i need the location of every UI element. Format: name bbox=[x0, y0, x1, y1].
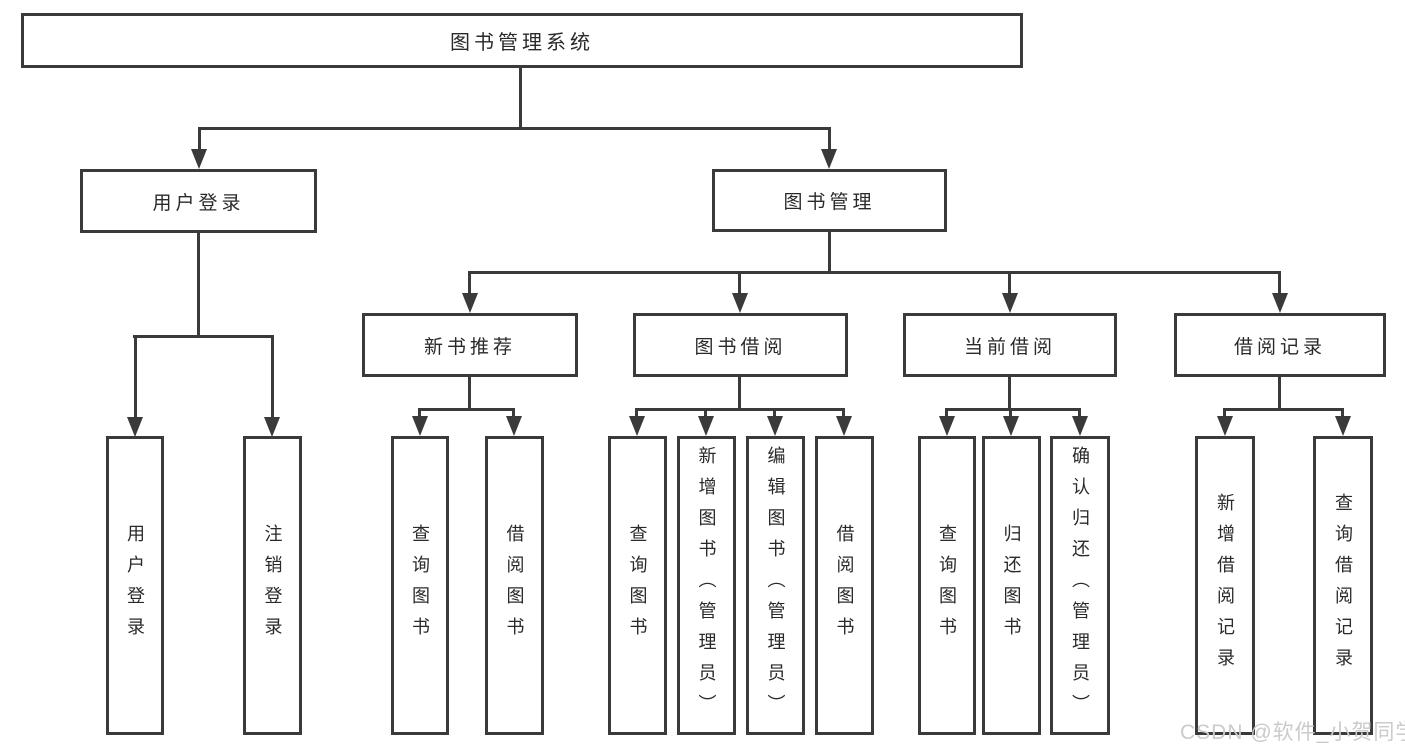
node-current-borrow: 当前借阅 bbox=[903, 313, 1117, 377]
leaf-label: 查询图书 bbox=[410, 523, 430, 648]
node-label: 图书管理 bbox=[783, 192, 876, 213]
leaf-query-borrow-record: 查询借阅记录 bbox=[1313, 436, 1373, 735]
leaf-label: 查询图书 bbox=[627, 523, 648, 648]
leaf-label: 查询借阅记录 bbox=[1333, 492, 1353, 679]
leaf-borrow-books-1: 借阅图书 bbox=[485, 436, 544, 735]
leaf-label: 借阅图书 bbox=[504, 523, 525, 648]
arrowhead-icon bbox=[939, 416, 955, 436]
connector bbox=[468, 271, 471, 294]
leaf-label: 新增借阅记录 bbox=[1215, 492, 1235, 679]
arrowhead-icon bbox=[629, 416, 645, 436]
leaf-label: 确认归还（管理员） bbox=[1070, 446, 1090, 725]
leaf-add-borrow-record: 新增借阅记录 bbox=[1195, 436, 1255, 735]
connector bbox=[1341, 408, 1344, 418]
connector bbox=[842, 408, 845, 418]
connector bbox=[134, 335, 137, 418]
connector bbox=[635, 408, 638, 418]
connector bbox=[828, 127, 831, 150]
node-book-management: 图书管理 bbox=[712, 169, 947, 232]
node-user-login: 用户登录 bbox=[80, 169, 317, 233]
leaf-query-books-3: 查询图书 bbox=[918, 436, 976, 735]
connector bbox=[635, 408, 845, 411]
leaf-query-books-1: 查询图书 bbox=[391, 436, 449, 735]
node-label: 新书推荐 bbox=[423, 336, 516, 358]
node-label: 当前借阅 bbox=[963, 336, 1056, 358]
connector bbox=[1009, 408, 1012, 418]
arrowhead-icon bbox=[1272, 293, 1288, 313]
arrowhead-icon bbox=[264, 417, 280, 437]
connector bbox=[1008, 271, 1011, 294]
connector bbox=[519, 66, 522, 130]
connector bbox=[468, 271, 1281, 274]
node-label: 借阅记录 bbox=[1233, 336, 1326, 358]
arrowhead-icon bbox=[1335, 416, 1351, 436]
leaf-label: 借阅图书 bbox=[834, 523, 855, 648]
connector bbox=[271, 335, 274, 418]
arrowhead-icon bbox=[1072, 416, 1088, 436]
leaf-label: 编辑图书（管理员） bbox=[765, 446, 786, 725]
connector bbox=[704, 408, 707, 418]
connector bbox=[418, 408, 421, 418]
leaf-label: 新增图书（管理员） bbox=[696, 446, 717, 725]
connector bbox=[773, 408, 776, 418]
connector bbox=[1223, 408, 1226, 418]
arrowhead-icon bbox=[698, 416, 714, 436]
arrowhead-icon bbox=[1002, 293, 1018, 313]
node-book-borrow: 图书借阅 bbox=[633, 313, 848, 377]
leaf-label: 用户登录 bbox=[125, 523, 145, 648]
connector bbox=[197, 231, 200, 338]
leaf-confirm-return-admin: 确认归还（管理员） bbox=[1050, 436, 1110, 735]
leaf-borrow-books-2: 借阅图书 bbox=[815, 436, 874, 735]
arrowhead-icon bbox=[127, 417, 143, 437]
connector bbox=[738, 375, 741, 411]
connector bbox=[468, 375, 471, 411]
node-label: 图书管理系统 bbox=[450, 32, 594, 54]
leaf-add-books-admin: 新增图书（管理员） bbox=[677, 436, 736, 735]
leaf-edit-books-admin: 编辑图书（管理员） bbox=[746, 436, 805, 735]
connector bbox=[198, 127, 831, 130]
connector bbox=[1078, 408, 1081, 418]
connector bbox=[198, 127, 201, 150]
leaf-query-books-2: 查询图书 bbox=[608, 436, 667, 735]
connector bbox=[945, 408, 948, 418]
connector bbox=[1278, 271, 1281, 294]
connector bbox=[1008, 375, 1011, 411]
leaf-label: 归还图书 bbox=[1001, 523, 1022, 648]
connector bbox=[828, 230, 831, 274]
node-label: 图书借阅 bbox=[694, 336, 787, 358]
arrowhead-icon bbox=[836, 416, 852, 436]
connector bbox=[1223, 408, 1344, 411]
arrowhead-icon bbox=[821, 149, 837, 169]
connector bbox=[512, 408, 515, 418]
arrowhead-icon bbox=[767, 416, 783, 436]
csdn-watermark: CSDN @软件_小贺同学 bbox=[1180, 721, 1405, 744]
arrowhead-icon bbox=[1003, 416, 1019, 436]
arrowhead-icon bbox=[462, 293, 478, 313]
connector bbox=[738, 271, 741, 294]
leaf-return-books: 归还图书 bbox=[982, 436, 1041, 735]
connector bbox=[1278, 375, 1281, 411]
leaf-label: 查询图书 bbox=[937, 523, 957, 648]
connector bbox=[133, 335, 274, 338]
arrowhead-icon bbox=[506, 416, 522, 436]
node-new-book-recommend: 新书推荐 bbox=[362, 313, 578, 377]
connector bbox=[945, 408, 1081, 411]
arrowhead-icon bbox=[1217, 416, 1233, 436]
arrowhead-icon bbox=[191, 149, 207, 169]
leaf-logout: 注销登录 bbox=[243, 436, 302, 735]
node-root: 图书管理系统 bbox=[21, 13, 1023, 68]
arrowhead-icon bbox=[412, 416, 428, 436]
connector bbox=[418, 408, 515, 411]
node-label: 用户登录 bbox=[152, 192, 245, 214]
node-borrow-records: 借阅记录 bbox=[1174, 313, 1386, 377]
leaf-user-login: 用户登录 bbox=[106, 436, 164, 735]
arrowhead-icon bbox=[732, 293, 748, 313]
leaf-label: 注销登录 bbox=[262, 523, 283, 648]
